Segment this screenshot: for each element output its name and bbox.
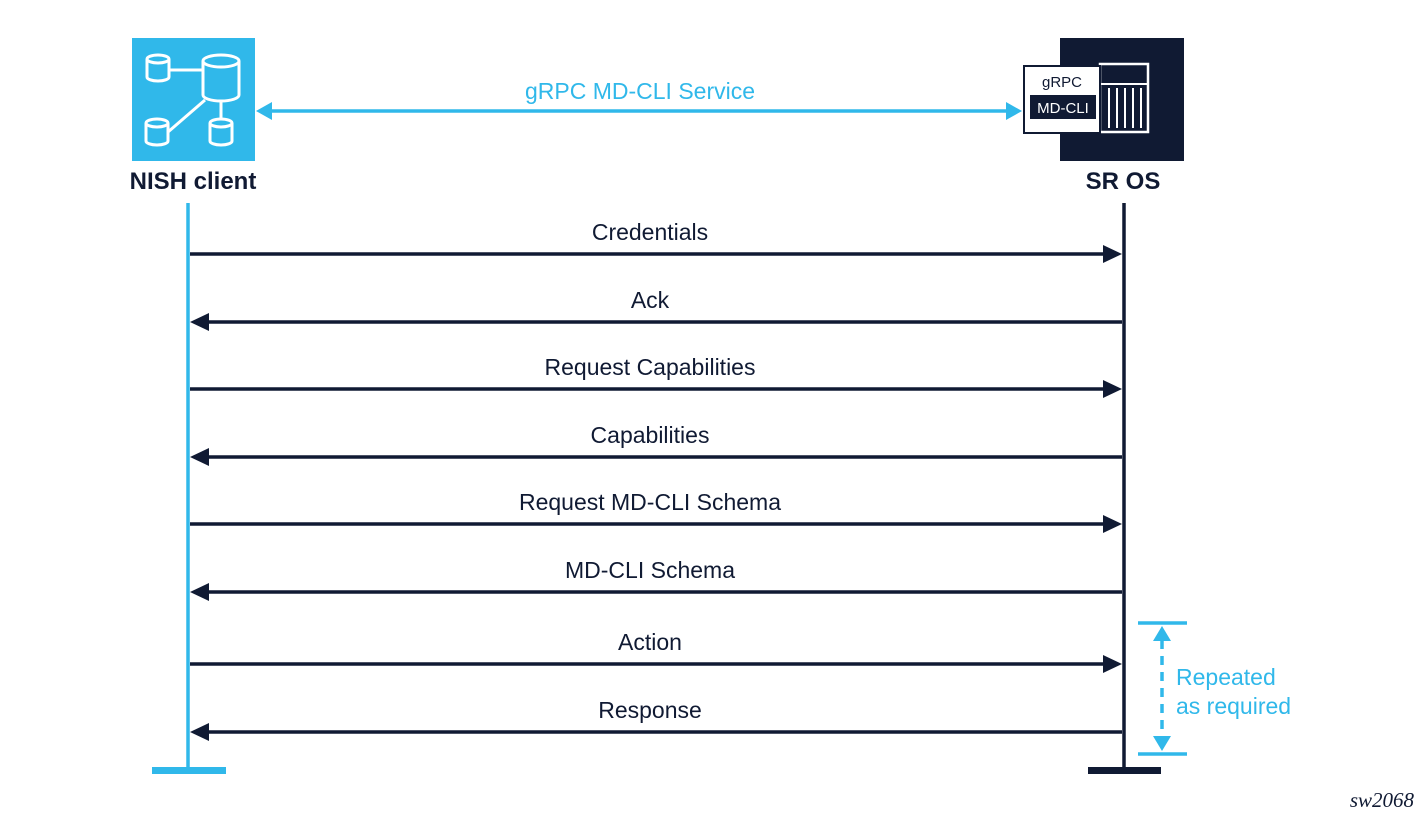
message-arrowhead (190, 448, 209, 466)
grpc-mdcli-box: gRPC MD-CLI (1023, 65, 1101, 134)
database-network-icon (144, 53, 241, 147)
message-arrow: Response (190, 697, 1122, 741)
message-label: Capabilities (591, 422, 710, 448)
message-arrow: Request MD-CLI Schema (190, 489, 1122, 533)
message-label: Request MD-CLI Schema (519, 489, 781, 515)
message-arrow: Action (190, 629, 1122, 673)
message-arrow: Credentials (190, 219, 1122, 263)
message-arrowhead (190, 313, 209, 331)
mdcli-box-label: MD-CLI (1037, 100, 1089, 117)
client-lifeline-foot (152, 767, 226, 774)
message-arrowhead (1103, 515, 1122, 533)
grpc-box-label: gRPC (1042, 74, 1082, 91)
router-chassis-icon (1098, 62, 1150, 134)
client-icon-group (132, 38, 255, 161)
figure-id: sw2068 (1350, 788, 1415, 812)
message-label: MD-CLI Schema (565, 557, 735, 583)
message-arrowhead (1103, 245, 1122, 263)
message-arrowhead (190, 583, 209, 601)
message-arrow: Capabilities (190, 422, 1122, 466)
service-arrow (256, 102, 1022, 120)
client-label: NISH client (130, 168, 257, 195)
repeat-note-line1: Repeated (1176, 664, 1276, 690)
server-icon-group: gRPC MD-CLI (1023, 38, 1184, 161)
message-label: Request Capabilities (545, 354, 756, 380)
message-label: Action (618, 629, 682, 655)
message-label: Credentials (592, 219, 708, 245)
message-arrowhead (1103, 380, 1122, 398)
repeat-note-line2: as required (1176, 693, 1291, 719)
repeat-bracket (1138, 621, 1187, 756)
message-label: Response (598, 697, 702, 723)
message-label: Ack (631, 287, 670, 313)
message-arrowhead (190, 723, 209, 741)
message-arrow: Request Capabilities (190, 354, 1122, 398)
message-arrow: MD-CLI Schema (190, 557, 1122, 601)
message-arrowhead (1103, 655, 1122, 673)
server-lifeline-foot (1088, 767, 1161, 774)
message-arrow: Ack (190, 287, 1122, 331)
service-label: gRPC MD-CLI Service (525, 78, 755, 104)
server-label: SR OS (1086, 168, 1161, 195)
